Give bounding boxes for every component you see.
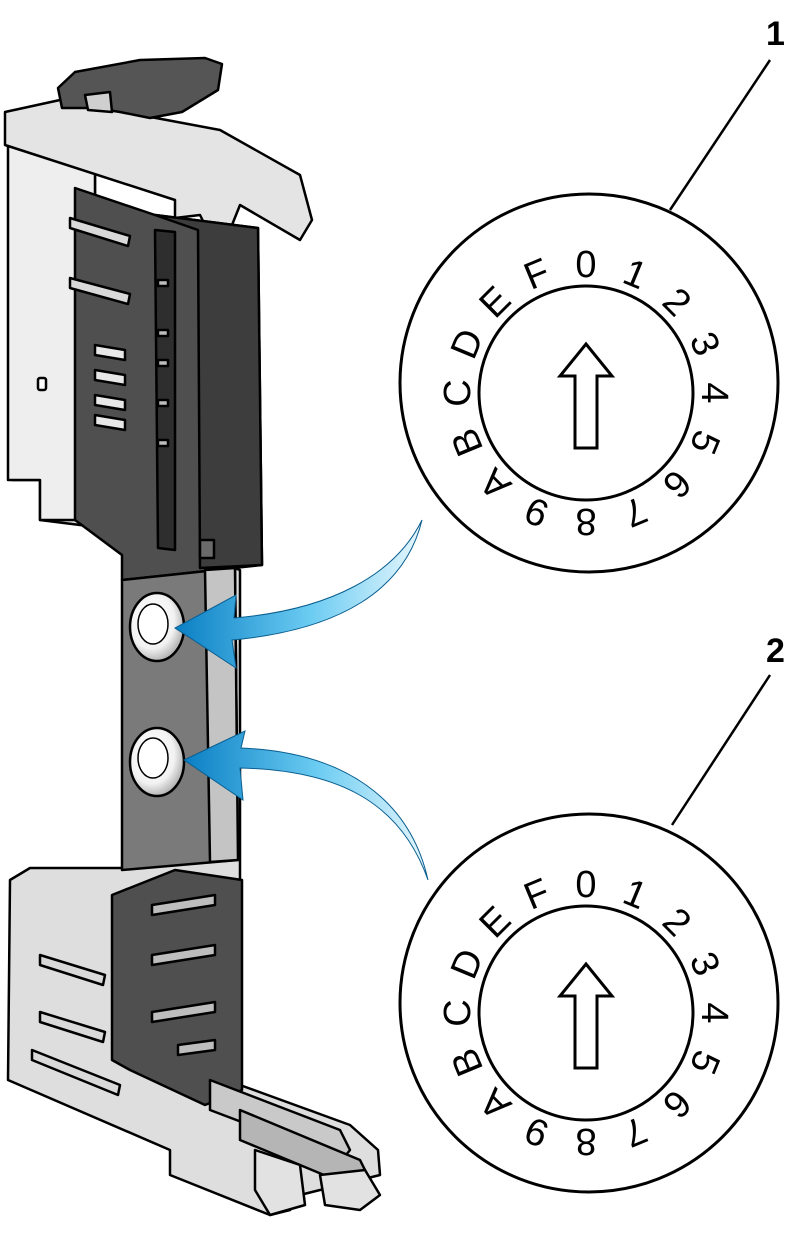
- top-latch-clip: [83, 90, 114, 114]
- bottom-foot: [253, 1148, 307, 1217]
- pointer-arrow-2: [182, 730, 429, 881]
- slot: [93, 368, 127, 387]
- top-cap: [3, 98, 314, 242]
- dial-position-label: C: [437, 999, 479, 1026]
- slot: [68, 216, 132, 248]
- contact: [156, 438, 170, 448]
- slot: [93, 393, 127, 412]
- contact: [198, 538, 216, 560]
- slot: [38, 1010, 107, 1044]
- slot: [68, 276, 132, 306]
- pointer-arrow-1: [174, 519, 423, 670]
- dial-position-label: 0: [575, 244, 596, 286]
- dial-position-label: 0: [575, 864, 596, 906]
- slot: [38, 953, 107, 987]
- slot: [93, 343, 127, 362]
- slot: [150, 893, 217, 917]
- callout-label-2: 2: [766, 632, 785, 670]
- contact: [156, 278, 170, 288]
- slot: [93, 413, 127, 432]
- dial-position-label: 4: [693, 382, 735, 403]
- contact-rail: [153, 228, 177, 552]
- contact: [156, 328, 170, 338]
- contact: [156, 398, 170, 408]
- slot: [150, 1000, 217, 1024]
- dial-position-label: 4: [693, 1002, 735, 1023]
- bottom-foot: [318, 1168, 382, 1212]
- top-latch: [56, 56, 224, 120]
- slot: [30, 1048, 122, 1097]
- switch-knob-1[interactable]: [128, 591, 186, 663]
- slot: [150, 943, 217, 967]
- slot: [176, 1038, 217, 1057]
- leader-line-1: [668, 59, 772, 211]
- dial-position-label: C: [437, 379, 479, 406]
- module-base: [3, 56, 382, 1217]
- arrow-up-icon: [556, 341, 616, 450]
- dial-position-label: 8: [575, 1120, 596, 1162]
- switch-knob-2[interactable]: [128, 726, 186, 798]
- dial-position-label: 8: [575, 500, 596, 542]
- upper-housing-side: [153, 213, 264, 570]
- contact: [156, 358, 170, 368]
- arrow-up-icon: [556, 961, 616, 1070]
- callout-label-1: 1: [766, 15, 785, 53]
- leader-line-2: [670, 674, 772, 826]
- mounting-hole: [36, 376, 48, 392]
